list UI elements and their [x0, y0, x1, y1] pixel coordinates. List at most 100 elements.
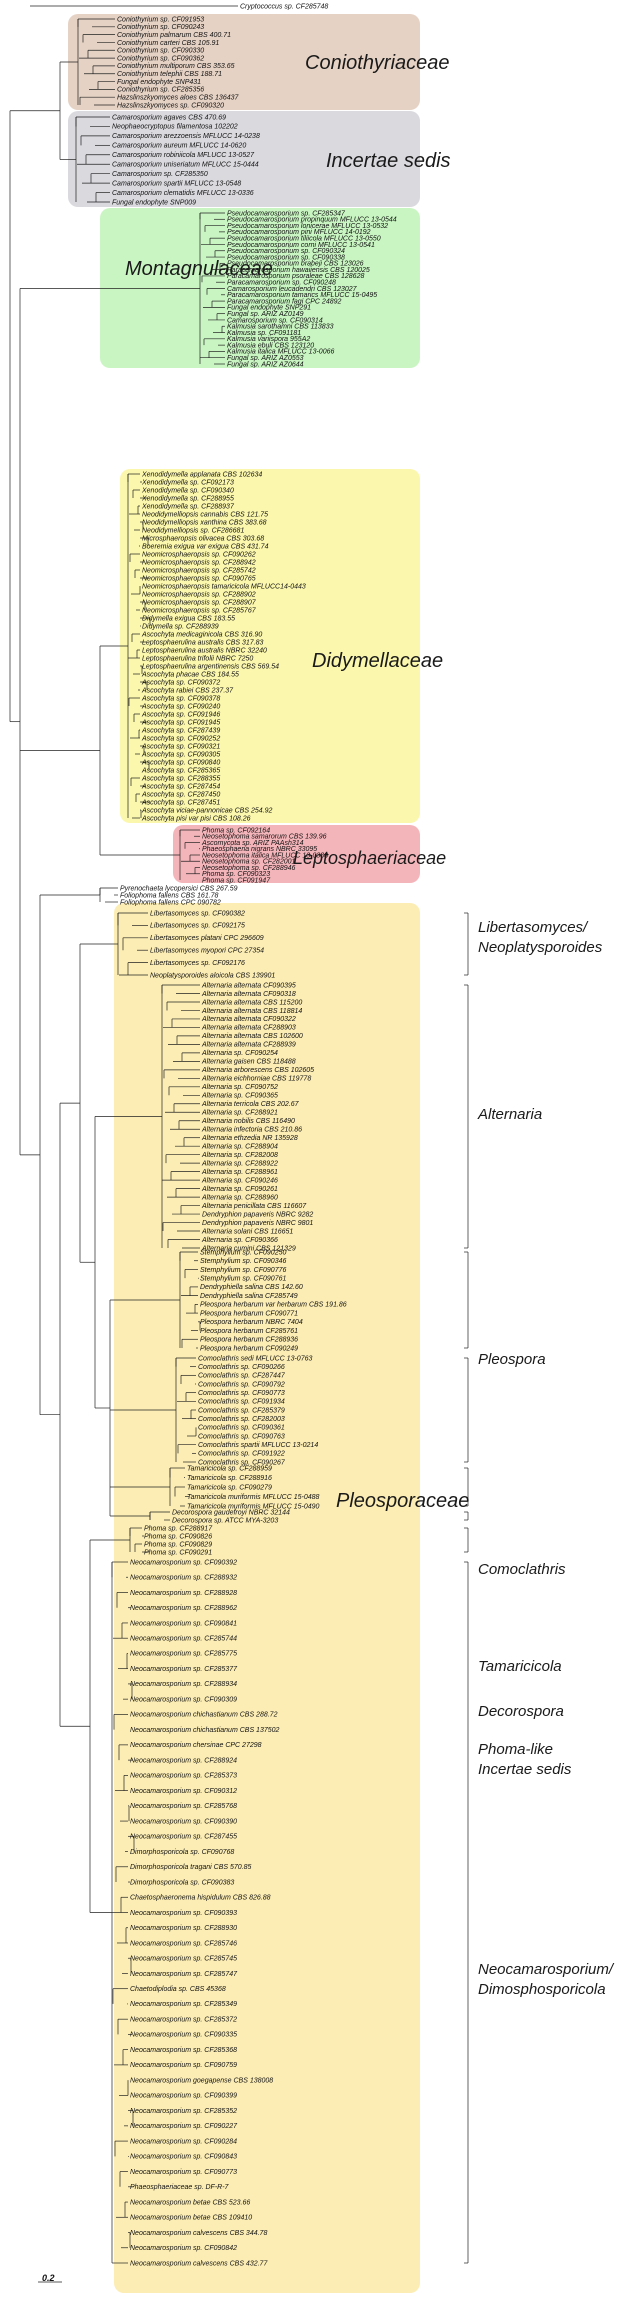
- didym-tip-7: Neodidymelliopsis sp. CF286681: [142, 527, 244, 534]
- montag-tip-17: Camarosporium sp. CF090314: [227, 317, 323, 324]
- montag-tip-14: Paracamarosporium fagi CPC 24892: [227, 298, 341, 305]
- neocam-tip-18: Neocamarosporium sp. CF287455: [130, 1834, 237, 1841]
- lepto-tip-4: Neosetophoma italica MFLUCC 13-0388: [202, 852, 328, 859]
- montag-tip-23: Fungal sp. ARIZ AZ0553: [227, 355, 304, 362]
- altern-tip-7: Alternaria alternata CF288939: [201, 1042, 296, 1049]
- didym-tip-2: Xenodidymella sp. CF090340: [141, 487, 234, 494]
- band-montagnulaceae: [100, 208, 420, 368]
- neocam-tip-22: Chaetosphaeronema hispidulum CBS 826.88: [130, 1895, 271, 1902]
- phoma-tip-0: Phoma sp. CF288917: [144, 1525, 213, 1532]
- neocam-tip-29: Neocamarosporium sp. CF285349: [130, 2001, 237, 2008]
- altern-tip-17: Alternaria infectoria CBS 210.86: [201, 1127, 302, 1134]
- altern-tip-14: Alternaria terricola CBS 202.67: [201, 1101, 300, 1108]
- didym-tip-12: Neomicrosphaeropsis sp. CF285742: [142, 567, 256, 574]
- como-tip-4: Comoclathris sp. CF090773: [198, 1390, 285, 1397]
- neocam-tip-43: Neocamarosporium betae CBS 109410: [130, 2215, 252, 2222]
- montag-tip-4: Pseudocamarosporium tiliicola MFLUCC 13-…: [227, 235, 381, 242]
- didym-tip-10: Neomicrosphaeropsis sp. CF090262: [142, 551, 256, 558]
- phoma-tip-3: Phoma sp. CF090291: [144, 1549, 212, 1556]
- didym-tip-32: Ascochyta sp. CF287439: [141, 727, 220, 734]
- altern-tip-24: Alternaria sp. CF090261: [201, 1186, 278, 1193]
- neocam-tip-20: Dimorphosporicola tragani CBS 570.85: [130, 1864, 252, 1871]
- phoma-tip-1: Phoma sp. CF090826: [144, 1533, 212, 1540]
- didym-tip-36: Ascochyta sp. CF090840: [141, 759, 220, 766]
- pleo-tip-4: Dendryphiella salina CBS 142.60: [200, 1284, 303, 1291]
- didym-tip-5: Neodidymelliopsis cannabis CBS 121.75: [142, 511, 268, 518]
- label-tamaricicola: Tamaricicola: [478, 1658, 562, 1675]
- band-pleosporaceae: [114, 903, 420, 2293]
- neocam-tip-6: Neocamarosporium sp. CF285775: [130, 1651, 237, 1658]
- didym-tip-38: Ascochyta sp. CF288355: [141, 775, 220, 782]
- neocam-tip-46: Neocamarosporium calvescens CBS 432.77: [130, 2260, 268, 2267]
- montag-tip-9: Paracamarosporium hawaiiensis CBS 120025: [227, 267, 370, 274]
- montag-tip-5: Pseudocamarosporium corni MFLUCC 13-0541: [227, 242, 375, 249]
- didym-tip-27: Ascochyta rabiei CBS 237.37: [141, 687, 234, 694]
- libert-tip-2: Libertasomyces platani CPC 296609: [150, 935, 264, 942]
- neocam-tip-3: Neocamarosporium sp. CF288962: [130, 1605, 237, 1612]
- neocam-tip-31: Neocamarosporium sp. CF090335: [130, 2032, 237, 2039]
- neocam-tip-25: Neocamarosporium sp. CF285746: [130, 1940, 237, 1947]
- altern-tip-0: Alternaria alternata CF090395: [201, 982, 296, 989]
- altern-tip-31: Alternaria cumini CBS 121329: [201, 1245, 296, 1252]
- como-tip-8: Comoclathris sp. CF090361: [198, 1425, 285, 1432]
- neocam-tip-14: Neocamarosporium sp. CF285373: [130, 1773, 237, 1780]
- scale-bar-label: 0.2: [42, 2273, 55, 2283]
- conio-tip-2: Coniothyrium palmarum CBS 400.71: [117, 32, 231, 39]
- neocam-tip-2: Neocamarosporium sp. CF288928: [130, 1590, 237, 1597]
- conio-tip-11: Hazslinszkyomyces sp. CF090320: [117, 102, 224, 109]
- neocam-tip-4: Neocamarosporium sp. CF090841: [130, 1620, 237, 1627]
- didym-tip-33: Ascochyta sp. CF090252: [141, 735, 220, 742]
- como-tip-2: Comoclathris sp. CF287447: [198, 1373, 286, 1380]
- neocam-tip-23: Neocamarosporium sp. CF090393: [130, 1910, 237, 1917]
- neocam-tip-21: Dimorphosporicola sp. CF090383: [130, 1879, 234, 1886]
- label-leptosphaeriaceae: Leptosphaeriaceae: [293, 848, 447, 868]
- altern-tip-12: Alternaria sp. CF090752: [201, 1084, 278, 1091]
- altern-tip-16: Alternaria nobilis CBS 116490: [201, 1118, 295, 1125]
- tamar-tip-1: Tamaricicola sp. CF288916: [187, 1475, 272, 1482]
- decor-tip-1: Decorospora sp. ATCC MYA-3203: [172, 1517, 278, 1524]
- altern-tip-8: Alternaria sp. CF090254: [201, 1050, 278, 1057]
- didym-tip-21: Leptosphaerulina australis CBS 317.83: [142, 639, 264, 646]
- altern-tip-2: Alternaria alternata CBS 115200: [201, 999, 302, 1006]
- pleo-tip-5: Dendryphiella salina CF285749: [200, 1293, 298, 1300]
- altern-tip-19: Alternaria sp. CF288904: [201, 1143, 278, 1150]
- pleo-tip-0: Stemphylium sp. CF090250: [200, 1249, 286, 1256]
- altern-tip-6: Alternaria alternata CBS 102600: [201, 1033, 303, 1040]
- altern-tip-21: Alternaria sp. CF288922: [201, 1160, 278, 1167]
- neocam-tip-13: Neocamarosporium sp. CF288924: [130, 1757, 237, 1764]
- neocam-tip-24: Neocamarosporium sp. CF288930: [130, 1925, 237, 1932]
- pleo-tip-11: Pleospora herbarum CF090249: [200, 1345, 298, 1352]
- montag-tip-6: Pseudocamarosporium sp. CF090324: [227, 248, 345, 255]
- neocam-tip-41: Phaeosphaeriaceae sp. DF-R-7: [130, 2184, 230, 2191]
- conio-tip-9: Coniothyrium sp. CF285356: [117, 87, 204, 94]
- didym-tip-0: Xenodidymella applanata CBS 102634: [141, 471, 262, 478]
- didym-tip-17: Neomicrosphaeropsis sp. CF285767: [142, 607, 257, 614]
- conio-tip-10: Hazslinszkyomyces aloes CBS 136437: [117, 94, 239, 101]
- como-tip-12: Comoclathris sp. CF090267: [198, 1459, 286, 1466]
- neocam-tip-9: Neocamarosporium sp. CF090309: [130, 1696, 237, 1703]
- neocam-tip-15: Neocamarosporium sp. CF090312: [130, 1788, 237, 1795]
- como-tip-5: Comoclathris sp. CF091934: [198, 1399, 285, 1406]
- label-alternaria: Alternaria: [478, 1106, 543, 1123]
- lepto-tip-3: Phaeosphaeria nigrans NBRC 33095: [202, 846, 317, 853]
- neocam-tip-28: Chaetodiplodia sp. CBS 45368: [130, 1986, 226, 1993]
- didym-tip-15: Neomicrosphaeropsis sp. CF288902: [142, 591, 256, 598]
- band-leptosphaeriaceae: [173, 825, 420, 883]
- montag-tip-10: Paracamarosporium psoraleae CBS 128628: [227, 273, 364, 280]
- como-tip-6: Comoclathris sp. CF285379: [198, 1407, 285, 1414]
- phoma-tip-2: Phoma sp. CF090829: [144, 1541, 212, 1548]
- conio-tip-7: Coniothyrium telephii CBS 188.71: [117, 71, 222, 78]
- neocam-tip-11: Neocamarosporium chichastianum CBS 13750…: [130, 1727, 280, 1734]
- neocam-tip-34: Neocamarosporium goegapense CBS 138008: [130, 2077, 273, 2084]
- incsed-tip-0: Camarosporium agaves CBS 470.69: [112, 114, 226, 121]
- neocam-tip-36: Neocamarosporium sp. CF285352: [130, 2108, 237, 2115]
- band-coniothyriaceae: [68, 14, 420, 110]
- montag-tip-8: Pseudocamarosporium brabeji CBS 123026: [227, 261, 364, 268]
- label-montagnulaceae: Montagnulaceae: [125, 258, 273, 280]
- pleo-tip-9: Pleospora herbarum CF285761: [200, 1328, 298, 1335]
- didym-tip-28: Ascochyta sp. CF090378: [141, 695, 220, 702]
- conio-tip-5: Coniothyrium sp. CF090362: [117, 55, 204, 62]
- didym-tip-37: Ascochyta sp. CF285365: [141, 767, 220, 774]
